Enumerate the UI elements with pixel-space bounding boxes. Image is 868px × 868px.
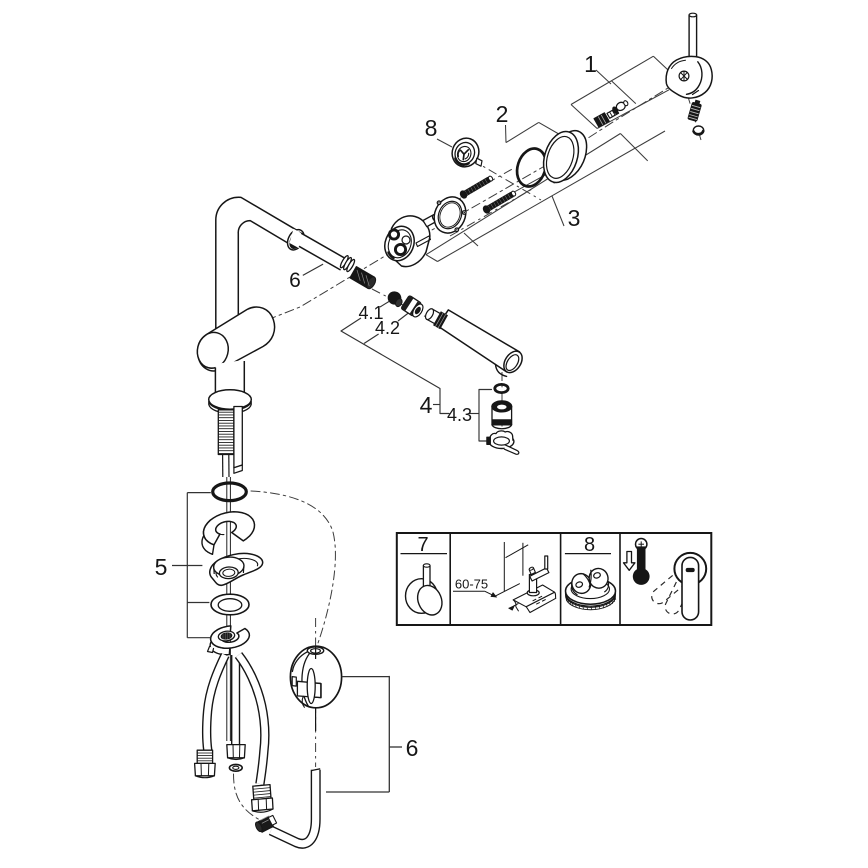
svg-text:2: 2 xyxy=(496,101,509,127)
svg-text:4.1: 4.1 xyxy=(358,303,383,323)
svg-text:4: 4 xyxy=(420,392,433,418)
svg-text:3: 3 xyxy=(568,205,581,231)
svg-text:7: 7 xyxy=(417,534,428,556)
svg-text:8: 8 xyxy=(584,534,595,556)
svg-text:60-75: 60-75 xyxy=(455,577,488,592)
svg-text:4.2: 4.2 xyxy=(375,318,400,338)
svg-text:4.3: 4.3 xyxy=(447,405,472,425)
svg-text:5: 5 xyxy=(155,554,168,580)
svg-text:1: 1 xyxy=(584,51,597,77)
svg-text:6: 6 xyxy=(289,269,301,292)
svg-text:8: 8 xyxy=(425,115,438,141)
svg-text:6: 6 xyxy=(406,735,419,761)
